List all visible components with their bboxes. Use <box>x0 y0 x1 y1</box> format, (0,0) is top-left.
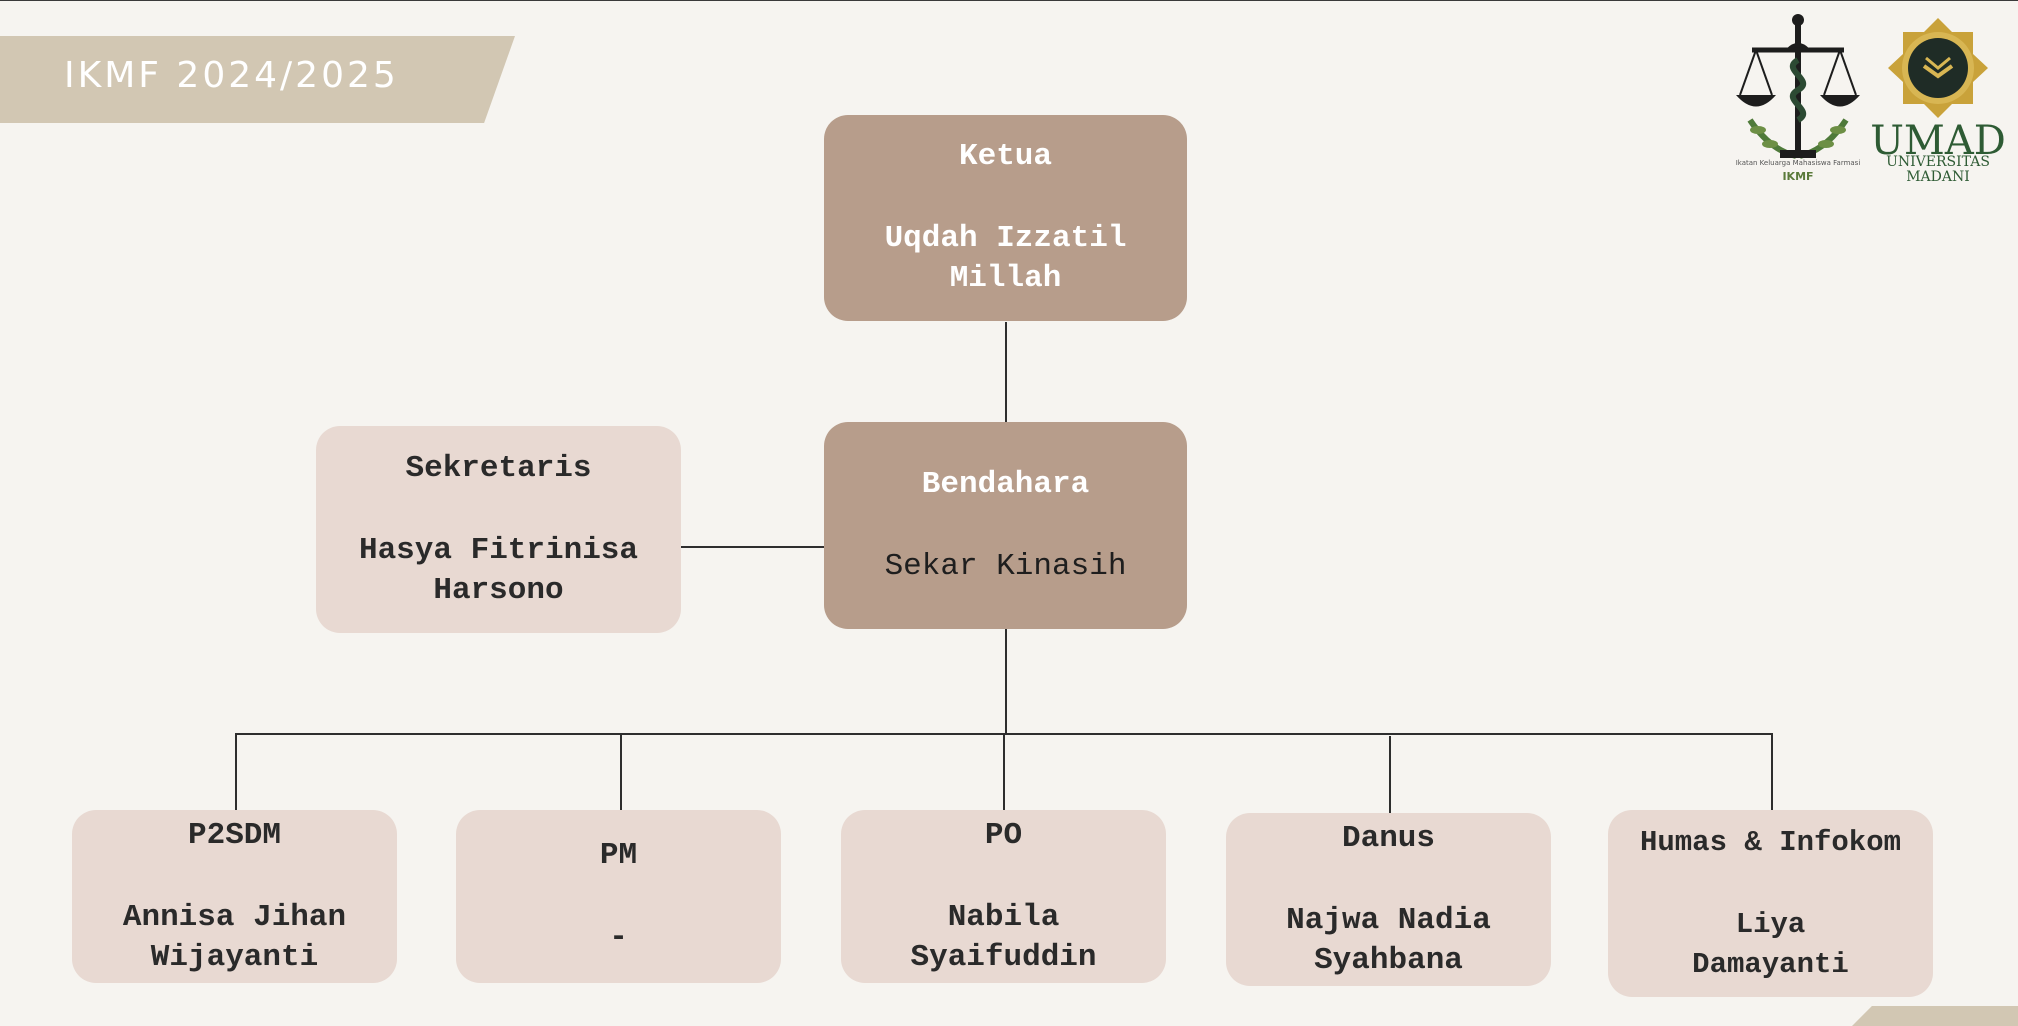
logo-group: Ikatan Keluarga Mahasiswa Farmasi IKMF U… <box>1730 10 2010 185</box>
corner-decoration <box>1852 1006 2018 1026</box>
node-name-line1: Najwa Nadia <box>1286 902 1491 938</box>
node-humas-infokom: Humas & Infokom Liya Damayanti <box>1608 810 1933 997</box>
node-name-line1: Sekar Kinasih <box>884 548 1127 584</box>
node-role: PM <box>599 837 638 873</box>
node-po: PO Nabila Syaifuddin <box>841 810 1166 983</box>
ikmf-abbr: IKMF <box>1782 170 1813 183</box>
node-role: Bendahara <box>921 466 1090 502</box>
node-name-line1: Uqdah Izzatil <box>884 221 1127 256</box>
node-bendahara: Bendahara Sekar Kinasih <box>824 422 1187 629</box>
connector-pm <box>620 733 622 810</box>
node-name-line2: Damayanti <box>1692 947 1849 981</box>
node-p2sdm: P2SDM Annisa Jihan Wijayanti <box>72 810 397 983</box>
ikmf-caption: Ikatan Keluarga Mahasiswa Farmasi <box>1736 159 1861 167</box>
node-ketua: Ketua Uqdah Izzatil Millah <box>824 115 1187 321</box>
node-name-line2: Wijayanti <box>150 939 319 975</box>
node-role: Ketua <box>958 139 1052 174</box>
connector-po <box>1003 735 1005 810</box>
page-title: IKMF 2024/2025 <box>64 55 399 96</box>
node-role: PO <box>984 817 1023 853</box>
umad-line1: UNIVERSITAS <box>1886 154 1990 170</box>
node-name-line1: - <box>609 919 628 955</box>
connector-sekretaris-bendahara <box>681 546 824 548</box>
node-name-line1: Hasya Fitrinisa <box>358 532 639 568</box>
ikmf-logo-icon <box>1736 14 1988 159</box>
connector-horizontal <box>237 733 1773 735</box>
node-name-line1: Nabila <box>947 899 1060 935</box>
node-role: Humas & Infokom <box>1639 825 1902 859</box>
node-name-line2: Millah <box>949 261 1062 296</box>
node-name-line2: Syaifuddin <box>910 939 1097 975</box>
node-sekretaris: Sekretaris Hasya Fitrinisa Harsono <box>316 426 681 633</box>
connector-humas <box>1771 735 1773 810</box>
node-role: Sekretaris <box>405 450 592 486</box>
node-name-line2: Harsono <box>433 572 564 608</box>
connector-ketua-bendahara <box>1005 322 1007 422</box>
node-role: P2SDM <box>187 817 281 853</box>
node-role: Danus <box>1341 820 1435 856</box>
title-banner: IKMF 2024/2025 <box>0 36 515 123</box>
connector-bendahara-down <box>1005 629 1007 735</box>
logo-captions: Ikatan Keluarga Mahasiswa Farmasi IKMF U… <box>1736 118 2006 185</box>
node-danus: Danus Najwa Nadia Syahbana <box>1226 813 1551 986</box>
node-name-line1: Annisa Jihan <box>122 899 347 935</box>
connector-p2sdm <box>235 733 237 810</box>
top-border <box>0 0 2018 1</box>
umad-abbr: UMAD <box>1870 118 2006 164</box>
node-pm: PM - <box>456 810 781 983</box>
umad-line2: MADANI <box>1906 169 1970 185</box>
node-name-line1: Liya <box>1735 907 1806 941</box>
node-name-line2: Syahbana <box>1314 942 1463 978</box>
connector-danus <box>1389 736 1391 813</box>
